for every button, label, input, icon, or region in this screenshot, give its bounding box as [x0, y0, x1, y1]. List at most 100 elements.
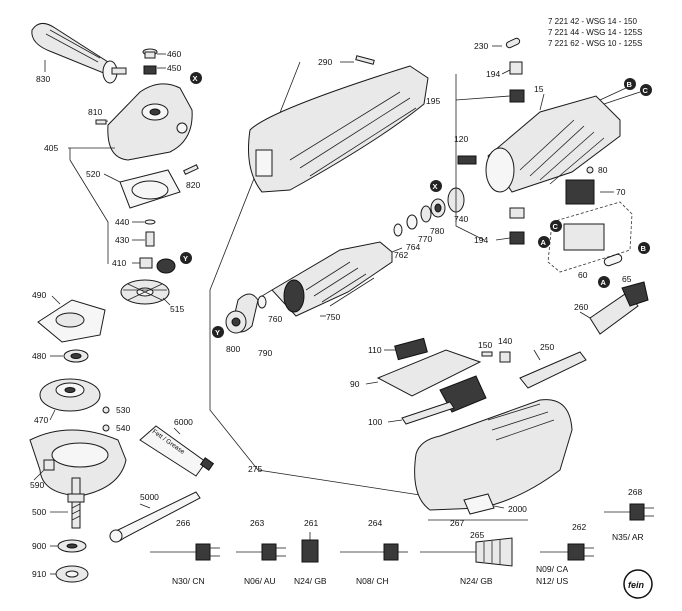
cable-clamp-250: 150 140 250 — [478, 336, 587, 389]
callout-6000: 6000 — [174, 417, 193, 427]
variant-n08-ch: N08/ CH — [356, 576, 389, 586]
marker-x-head: X — [190, 72, 202, 84]
cable-261-gb: 261 N24/ GB — [294, 518, 327, 586]
cable-264-ch: 264 N08/ CH — [340, 518, 408, 586]
callout-780: 780 — [430, 226, 444, 236]
front-bearing-760-790-800: Y 760 800 790 — [212, 293, 282, 358]
callout-405: 405 — [44, 143, 58, 153]
flange-490: 490 — [32, 290, 106, 343]
callout-80: 80 — [598, 165, 608, 175]
variant-n24-gb-2: N24/ GB — [460, 576, 493, 586]
callout-250: 250 — [540, 342, 554, 352]
logo-text: fein — [628, 580, 645, 590]
callout-540: 540 — [116, 423, 130, 433]
pinion-y: Y — [156, 252, 192, 274]
marker-a-label-2: A — [601, 278, 607, 287]
cable-268-ar: 268 N35/ AR — [604, 487, 654, 542]
callout-110: 110 — [368, 345, 382, 355]
spanner-5000: 5000 — [109, 491, 201, 543]
cable-267-265-gb: 267 265 N24/ GB — [420, 518, 528, 586]
callout-264: 264 — [368, 518, 382, 528]
cable-266-cn: 266 N30/ CN — [150, 518, 220, 586]
armature-750: 750 — [261, 241, 403, 322]
cable-263-au: 263 N06/ AU — [236, 518, 286, 586]
callout-60: 60 — [578, 270, 588, 280]
rear-bearing-parts: X 762 764 770 780 740 — [393, 180, 468, 260]
callout-530: 530 — [116, 405, 130, 415]
callout-480: 480 — [32, 351, 46, 361]
callout-90: 90 — [350, 379, 360, 389]
callout-2000: 2000 — [508, 504, 527, 514]
variant-n12-us: N12/ US — [536, 576, 568, 586]
callout-267: 267 — [450, 518, 464, 528]
callout-800: 800 — [226, 344, 240, 354]
marker-a-label-1: A — [541, 238, 547, 247]
callout-470: 470 — [34, 415, 48, 425]
marker-y-label-1: Y — [183, 254, 188, 263]
callout-275: 275 — [248, 464, 262, 474]
marker-x-label-2: X — [433, 182, 438, 191]
callout-266: 266 — [176, 518, 190, 528]
callout-490: 490 — [32, 290, 46, 300]
callout-230: 230 — [474, 41, 488, 51]
housing-half-290: 290 — [248, 55, 429, 193]
callout-410: 410 — [112, 258, 126, 268]
callout-150: 150 — [478, 340, 492, 350]
marker-x-label-1: X — [193, 74, 198, 83]
spindle-500: 500 — [32, 477, 85, 529]
callout-820: 820 — [186, 180, 200, 190]
callout-140: 140 — [498, 336, 512, 346]
motor-housing-275: 275 — [248, 399, 573, 511]
callout-194-bottom: 194 — [474, 235, 488, 245]
callout-263: 263 — [250, 518, 264, 528]
gasket-520: 520 — [86, 169, 181, 209]
callout-810: 810 — [88, 107, 102, 117]
callout-70: 70 — [616, 187, 626, 197]
callout-740: 740 — [454, 214, 468, 224]
variant-n35-ar: N35/ AR — [612, 532, 644, 542]
model-line-3: 7 221 62 - WSG 10 - 125S — [548, 39, 642, 48]
callout-750: 750 — [326, 312, 340, 322]
assembly-frame-line — [209, 61, 421, 496]
callout-460: 460 — [167, 49, 181, 59]
callout-290: 290 — [318, 57, 332, 67]
callout-65: 65 — [622, 274, 632, 284]
spindle-parts-440-430-410: 440 430 410 — [69, 148, 156, 269]
bearing-flange-470: 470 — [34, 378, 101, 425]
switch-cover-parts: 110 90 100 — [350, 337, 487, 427]
side-handle-830: 830 — [31, 23, 127, 84]
variant-n06-au: N06/ AU — [244, 576, 276, 586]
callout-100: 100 — [368, 417, 382, 427]
stator-brushes: 230 194 195 15 120 B C — [426, 37, 652, 241]
callout-268: 268 — [628, 487, 642, 497]
model-line-1: 7 221 42 - WSG 14 - 150 — [548, 17, 637, 26]
label-2000: 2000 — [463, 493, 527, 515]
cable-protector-260: 260 — [574, 281, 649, 335]
callout-120: 120 — [454, 134, 468, 144]
screw-820: 820 — [183, 164, 200, 190]
bearing-480: 480 — [32, 349, 89, 363]
callout-5000: 5000 — [140, 492, 159, 502]
model-header: 7 221 42 - WSG 14 - 150 7 221 44 - WSG 1… — [548, 17, 642, 48]
variant-n30-cn: N30/ CN — [172, 576, 205, 586]
marker-b-label-2: B — [641, 244, 647, 253]
callout-261: 261 — [304, 518, 318, 528]
callout-520: 520 — [86, 169, 100, 179]
callout-260: 260 — [574, 302, 588, 312]
screws-530-540: 530 540 — [102, 405, 130, 433]
fein-logo: fein — [623, 569, 653, 599]
marker-y-label-2: Y — [215, 328, 220, 337]
marker-c-label-1: C — [643, 86, 649, 95]
bevel-gear-515: 515 — [120, 279, 184, 314]
callout-265: 265 — [470, 530, 484, 540]
model-line-2: 7 221 44 - WSG 14 - 125S — [548, 28, 642, 37]
callout-500: 500 — [32, 507, 46, 517]
callout-450: 450 — [167, 63, 181, 73]
callout-790: 790 — [258, 348, 272, 358]
callout-764: 764 — [406, 242, 420, 252]
guard-590: 590 — [29, 429, 127, 497]
callout-770: 770 — [418, 234, 432, 244]
variant-n09-ca: N09/ CA — [536, 564, 568, 574]
marker-c-label-2: C — [553, 222, 559, 231]
